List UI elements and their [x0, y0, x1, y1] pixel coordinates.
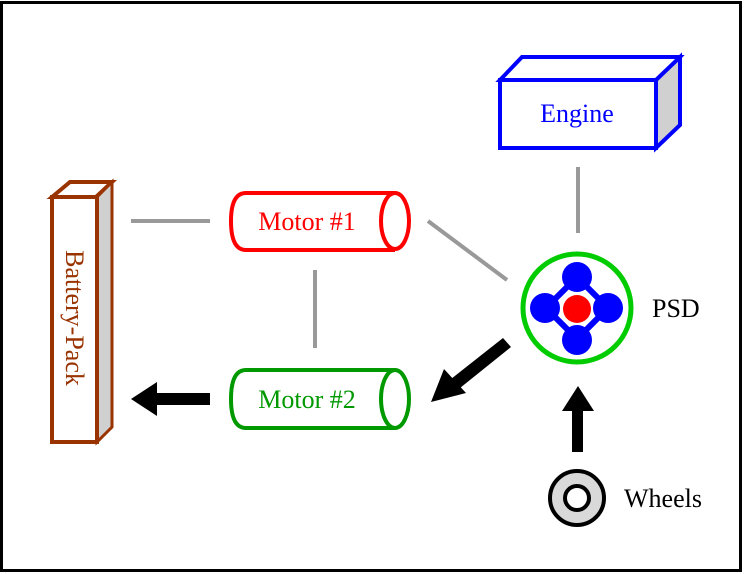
- motor1-end-cap: [379, 191, 411, 251]
- arrow-wheels-to-psd: [562, 386, 594, 452]
- motor2-node[interactable]: Motor #2: [228, 368, 411, 430]
- motor2-label: Motor #2: [258, 385, 356, 414]
- motor1-node[interactable]: Motor #1: [228, 191, 411, 252]
- psd-planet-top: [562, 262, 592, 292]
- wheel-hub: [563, 484, 591, 512]
- psd-planet-bottom: [562, 325, 592, 355]
- psd-planet-right: [593, 293, 623, 323]
- psd-label: PSD: [652, 294, 700, 323]
- flow-arrows: [131, 338, 594, 452]
- wheels-node[interactable]: Wheels: [548, 469, 702, 527]
- engine-front-face: [498, 78, 658, 150]
- link-lines: [131, 167, 580, 348]
- motor1-body: [228, 191, 395, 252]
- psd-planet-left: [530, 293, 560, 323]
- arrow-psd-to-motor2: [431, 338, 511, 402]
- link-motor1-psd: [426, 219, 509, 282]
- battery-front-face: [50, 195, 99, 444]
- engine-node[interactable]: Engine: [495, 52, 685, 153]
- battery-side-face: [95, 178, 114, 446]
- motor2-body: [228, 368, 395, 430]
- engine-top-face: [495, 55, 685, 82]
- psd-sun-gear: [563, 295, 591, 323]
- engine-label: Engine: [540, 99, 614, 128]
- arrow-motor2-to-battery: [131, 382, 210, 416]
- motor2-end-cap: [379, 368, 411, 430]
- motor1-label: Motor #1: [258, 207, 356, 236]
- wheels-label: Wheels: [624, 484, 702, 513]
- battery-label: Battery-Pack: [60, 250, 89, 386]
- psd-node[interactable]: PSD: [520, 251, 700, 365]
- battery-pack-node[interactable]: Battery-Pack: [46, 178, 118, 446]
